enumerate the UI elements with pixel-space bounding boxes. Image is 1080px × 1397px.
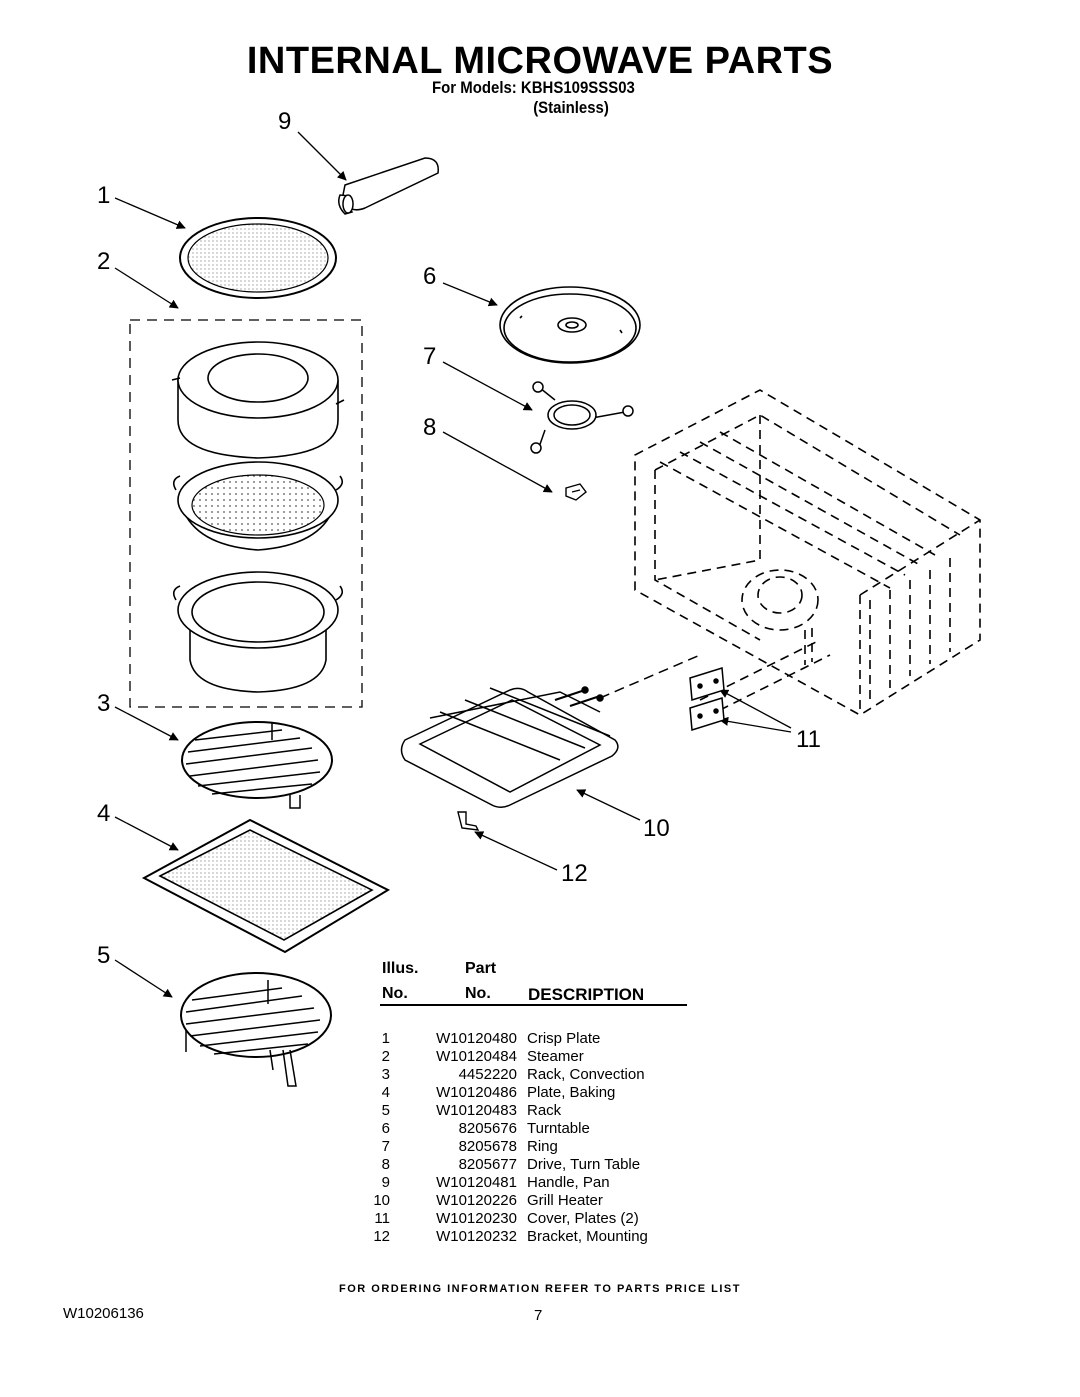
- illus-no: 4: [381, 1084, 390, 1101]
- header-description: DESCRIPTION: [528, 985, 645, 1004]
- part-no: W10120230: [436, 1210, 517, 1227]
- drive-illustration: [565, 483, 587, 501]
- part-no: W10120232: [436, 1228, 517, 1245]
- illus-no: 2: [381, 1048, 390, 1065]
- header-part: Part: [465, 960, 497, 977]
- ring-illustration: [530, 381, 634, 454]
- part-description: Rack, Convection: [527, 1066, 645, 1083]
- part-description: Crisp Plate: [527, 1030, 601, 1047]
- mounting-bracket-illustration: [457, 811, 480, 831]
- callout-2: 2: [97, 248, 111, 275]
- part-description: Grill Heater: [527, 1192, 603, 1209]
- callout-11: 11: [796, 726, 821, 753]
- baking-plate-illustration: [141, 818, 391, 954]
- cover-plates-illustration: [689, 667, 725, 731]
- page-title: INTERNAL MICROWAVE PARTS: [246, 40, 834, 82]
- header-illus-no: No.: [382, 985, 408, 1002]
- illus-no: 3: [381, 1066, 390, 1083]
- callout-8: 8: [423, 414, 437, 441]
- steamer-lid-illustration: [171, 341, 345, 459]
- part-description: Ring: [527, 1138, 558, 1155]
- callout-9: 9: [278, 108, 292, 135]
- turntable-illustration: [499, 286, 641, 364]
- model-variant: (Stainless): [533, 98, 609, 117]
- crisp-plate-illustration: [179, 217, 337, 299]
- leader-lines: [114, 131, 792, 998]
- models-label: For Models: KBHS109SSS03: [432, 78, 635, 97]
- illus-no: 5: [381, 1102, 390, 1119]
- header-illus: Illus.: [382, 960, 419, 977]
- illus-no: 10: [373, 1192, 390, 1209]
- callout-3: 3: [97, 690, 111, 717]
- steamer-pot-illustration: [172, 571, 344, 693]
- models-line: For Models: KBHS109SSS03 (Stainless): [432, 78, 635, 117]
- illus-no: 11: [374, 1210, 390, 1227]
- part-description: Rack: [527, 1102, 562, 1119]
- part-no: W10120486: [436, 1084, 517, 1101]
- part-description: Cover, Plates (2): [527, 1210, 639, 1227]
- document-number: W10206136: [63, 1305, 144, 1322]
- callout-1: 1: [97, 182, 111, 209]
- callout-12: 12: [561, 860, 588, 887]
- callout-4: 4: [97, 800, 111, 827]
- part-description: Plate, Baking: [527, 1084, 616, 1101]
- callout-6: 6: [423, 263, 437, 290]
- part-no: 4452220: [458, 1066, 517, 1083]
- part-description: Turntable: [527, 1120, 590, 1137]
- steamer-group-box: [129, 319, 363, 708]
- illus-no: 8: [381, 1156, 390, 1173]
- part-description: Drive, Turn Table: [527, 1156, 641, 1173]
- pan-handle-illustration: [338, 157, 439, 215]
- part-no: 8205677: [458, 1156, 517, 1173]
- table-rule: [380, 1004, 687, 1006]
- illus-no: 7: [381, 1138, 390, 1155]
- rack-illustration: [180, 972, 332, 1087]
- illus-no: 12: [373, 1228, 390, 1245]
- part-description: Bracket, Mounting: [527, 1228, 648, 1245]
- steamer-basket-illustration: [172, 461, 344, 551]
- header-part-no: No.: [465, 985, 491, 1002]
- part-no: W10120483: [436, 1102, 517, 1119]
- callout-5: 5: [97, 942, 111, 969]
- part-no: 8205676: [458, 1120, 517, 1137]
- grill-heater-illustration: [400, 654, 701, 808]
- part-no: 8205678: [458, 1138, 517, 1155]
- callout-10: 10: [643, 815, 670, 842]
- callout-7: 7: [423, 343, 437, 370]
- part-no: W10120481: [436, 1174, 517, 1191]
- illus-no: 6: [381, 1120, 390, 1137]
- ordering-note: FOR ORDERING INFORMATION REFER TO PARTS …: [339, 1283, 741, 1295]
- illus-no: 9: [381, 1174, 390, 1191]
- oven-cavity-illustration: [634, 389, 981, 716]
- part-no: W10120226: [436, 1192, 517, 1209]
- part-description: Handle, Pan: [527, 1174, 610, 1191]
- convection-rack-illustration: [181, 721, 333, 809]
- illus-no: 1: [381, 1030, 390, 1047]
- page-number: 7: [534, 1307, 543, 1324]
- part-no: W10120484: [436, 1048, 517, 1065]
- part-no: W10120480: [436, 1030, 517, 1047]
- part-description: Steamer: [527, 1048, 584, 1065]
